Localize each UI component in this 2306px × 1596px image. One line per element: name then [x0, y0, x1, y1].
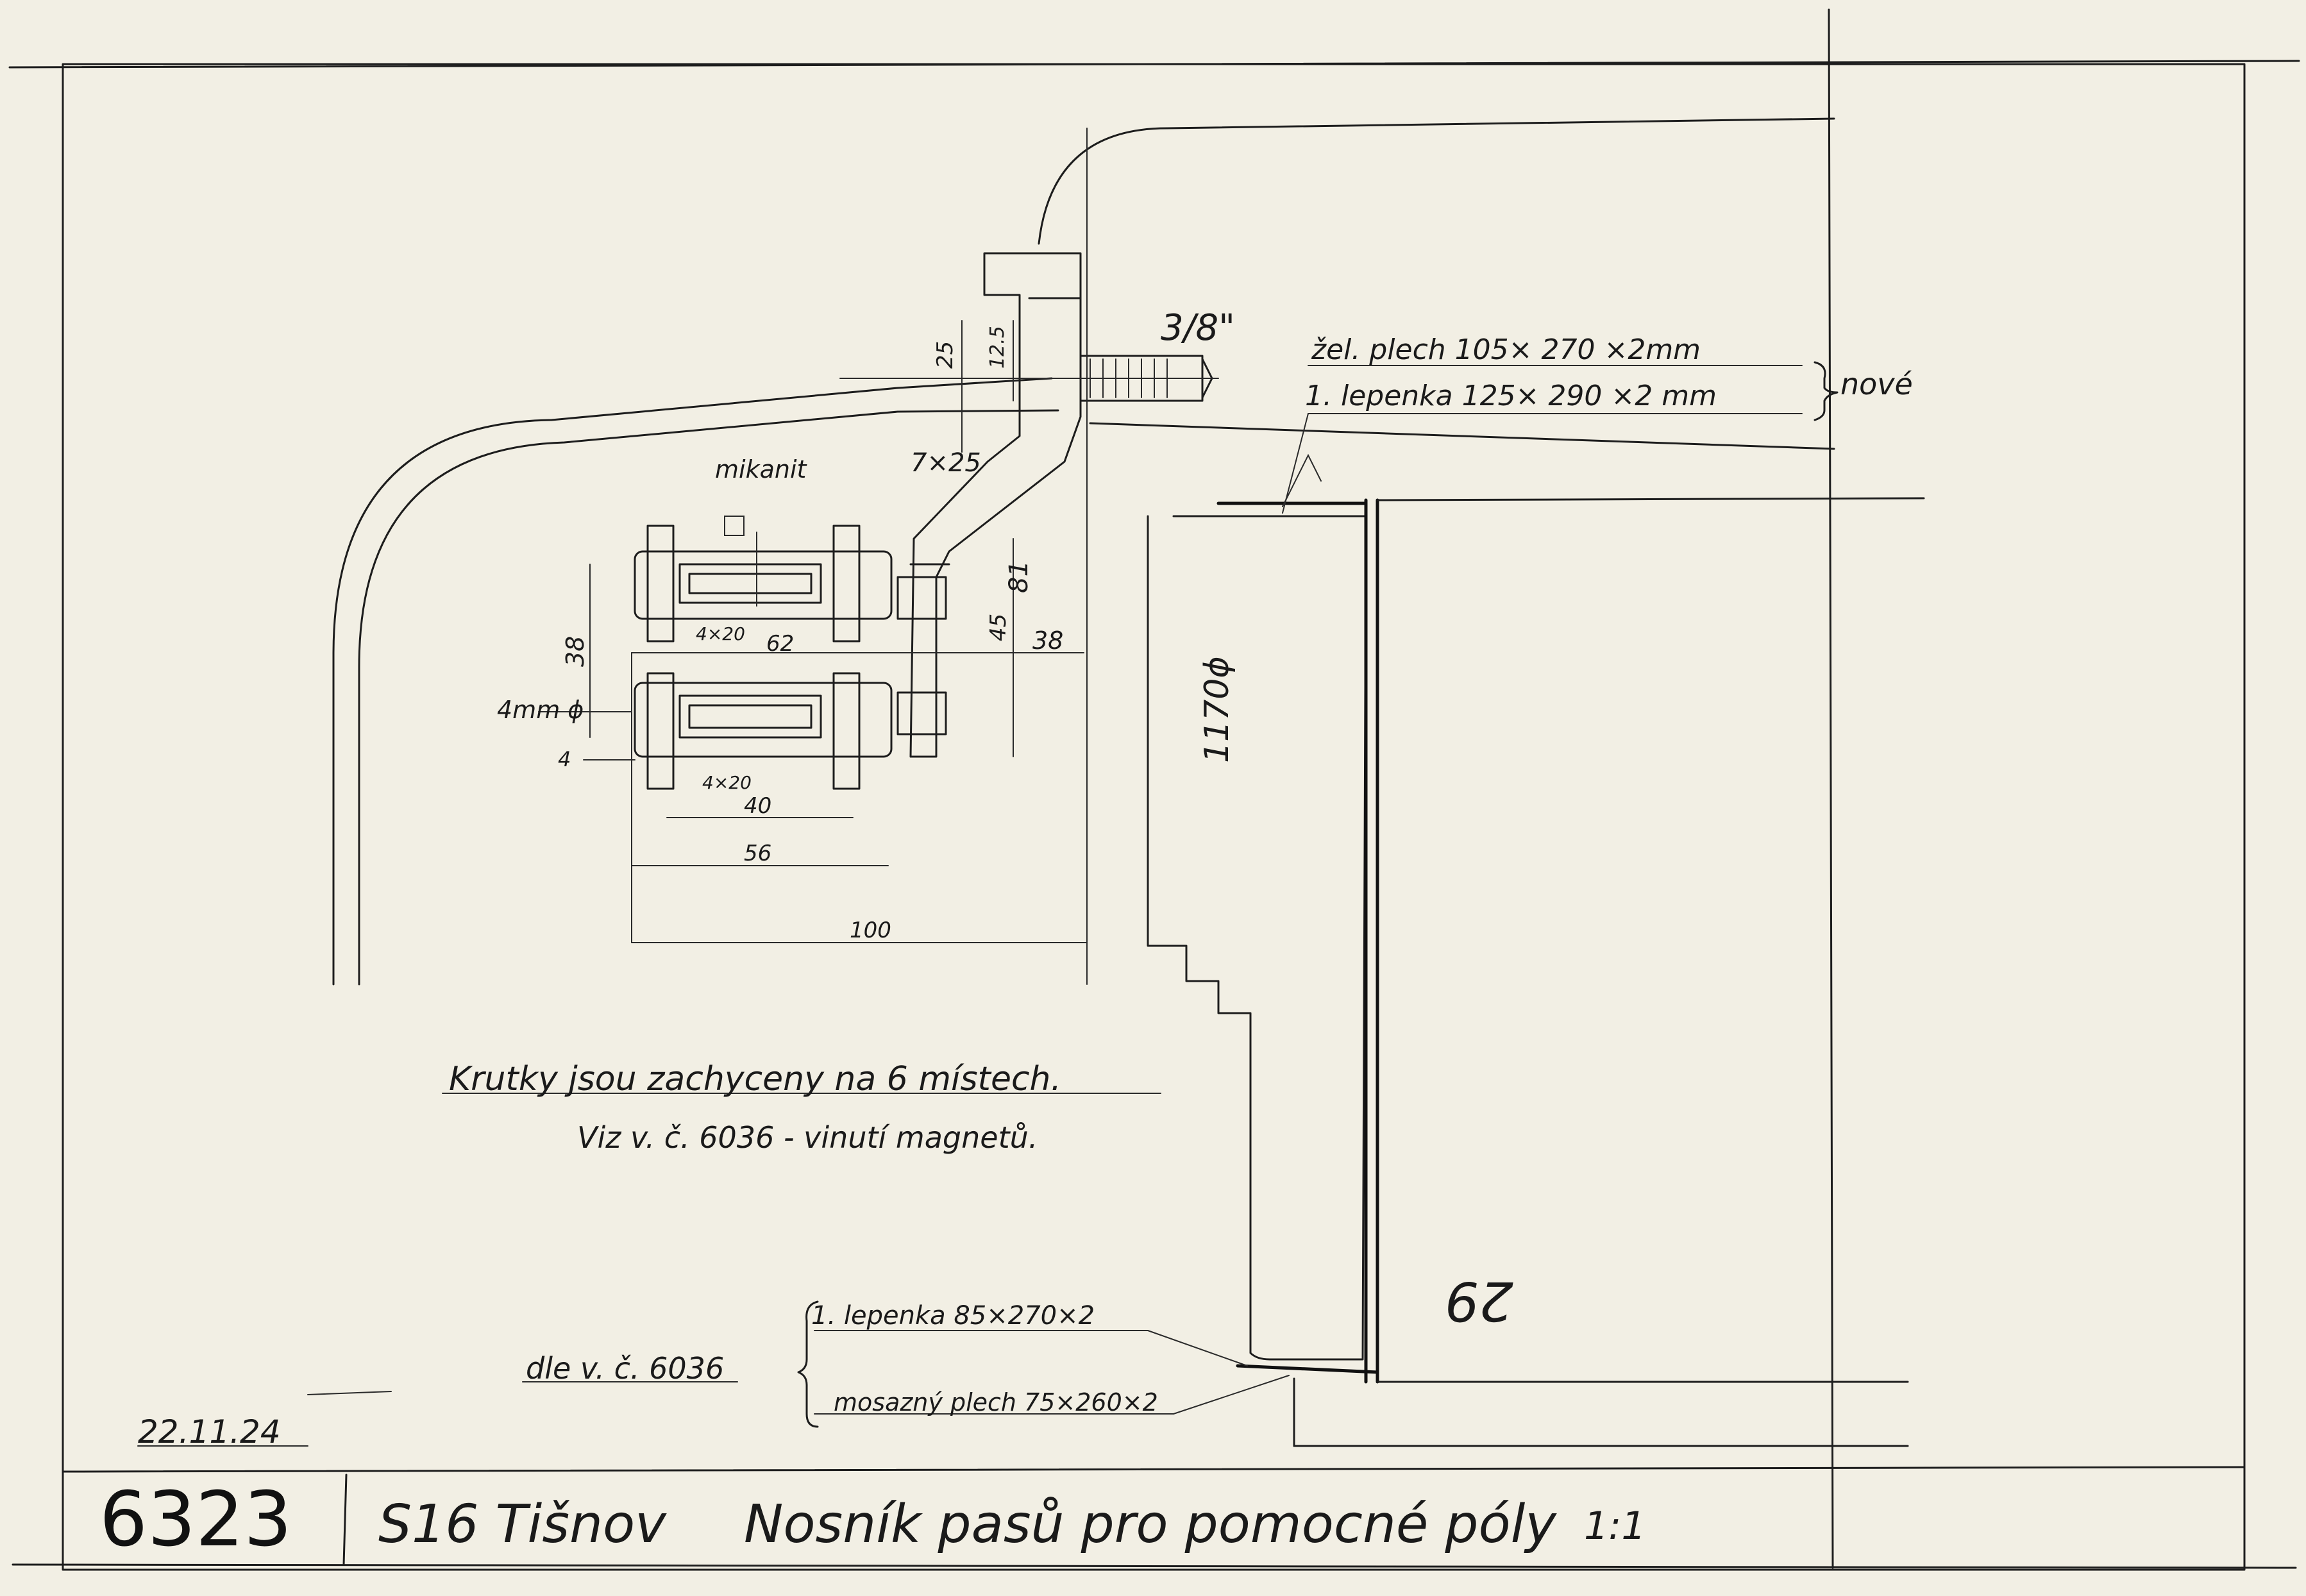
dim-38-left: 38 — [561, 636, 589, 667]
leader-lines — [137, 361, 1839, 1447]
coil-body — [1147, 453, 1925, 1447]
label-mikanit: mikanit — [715, 455, 808, 483]
material-bottom-2: mosazný plech 75×260×2 — [834, 1388, 1158, 1416]
date-label: 22.11.24 — [138, 1413, 281, 1450]
title-block: 6323 S16 Tišnov Nosník pasů pro pomocné … — [99, 1475, 1646, 1563]
label-bolt-bottom: 4×20 — [702, 772, 752, 793]
clamp-lower — [634, 672, 947, 790]
dimension-lines — [538, 128, 1088, 985]
material-new-1: žel. plech 105× 270 ×2mm — [1311, 333, 1701, 366]
dim-40: 40 — [744, 793, 771, 819]
dim-81: 81 — [1004, 560, 1034, 593]
drawing-title: Nosník pasů pro pomocné póly — [744, 1494, 1557, 1555]
dim-62: 62 — [766, 631, 794, 657]
label-angle-bar: 7×25 — [911, 448, 981, 478]
material-new-2: 1. lepenka 125× 290 ×2 mm — [1305, 380, 1717, 412]
dim-12-5: 12.5 — [986, 326, 1009, 369]
note-line-1: Krutky jsou zachyceny na 6 místech. — [449, 1060, 1061, 1098]
dim-4: 4 — [558, 747, 571, 771]
dim-25: 25 — [932, 341, 958, 369]
drawing-frame — [8, 8, 2300, 1571]
dim-38-right: 38 — [1032, 626, 1063, 655]
note-line-2: Viz v. č. 6036 - vinutí magnetů. — [577, 1120, 1038, 1155]
label-diameter: 1170ϕ — [1198, 656, 1236, 763]
clamp-upper — [634, 516, 950, 643]
dim-45: 45 — [986, 614, 1011, 641]
drawing-number: 6323 — [99, 1475, 292, 1563]
dim-100: 100 — [850, 918, 891, 943]
material-bottom-1: 1. lepenka 85×270×2 — [811, 1301, 1095, 1331]
label-thread: 3/8" — [1161, 307, 1235, 349]
dim-56: 56 — [744, 841, 771, 866]
label-page-mark: 29 — [1445, 1270, 1513, 1332]
material-bottom-ref: dle v. č. 6036 — [526, 1351, 724, 1386]
bracket-strap — [839, 252, 1219, 758]
labels: mikanit 3/8" 7×25 4mm ϕ 4×20 4×20 1170ϕ … — [138, 307, 1913, 1450]
material-new-brace-label: nové — [1840, 367, 1913, 401]
company-name: S16 Tišnov — [378, 1494, 667, 1555]
yoke-outline — [332, 117, 1835, 986]
label-hole: 4mm ϕ — [497, 696, 584, 724]
drawing-scale: 1:1 — [1584, 1504, 1646, 1549]
label-bolt-top: 4×20 — [696, 623, 745, 644]
